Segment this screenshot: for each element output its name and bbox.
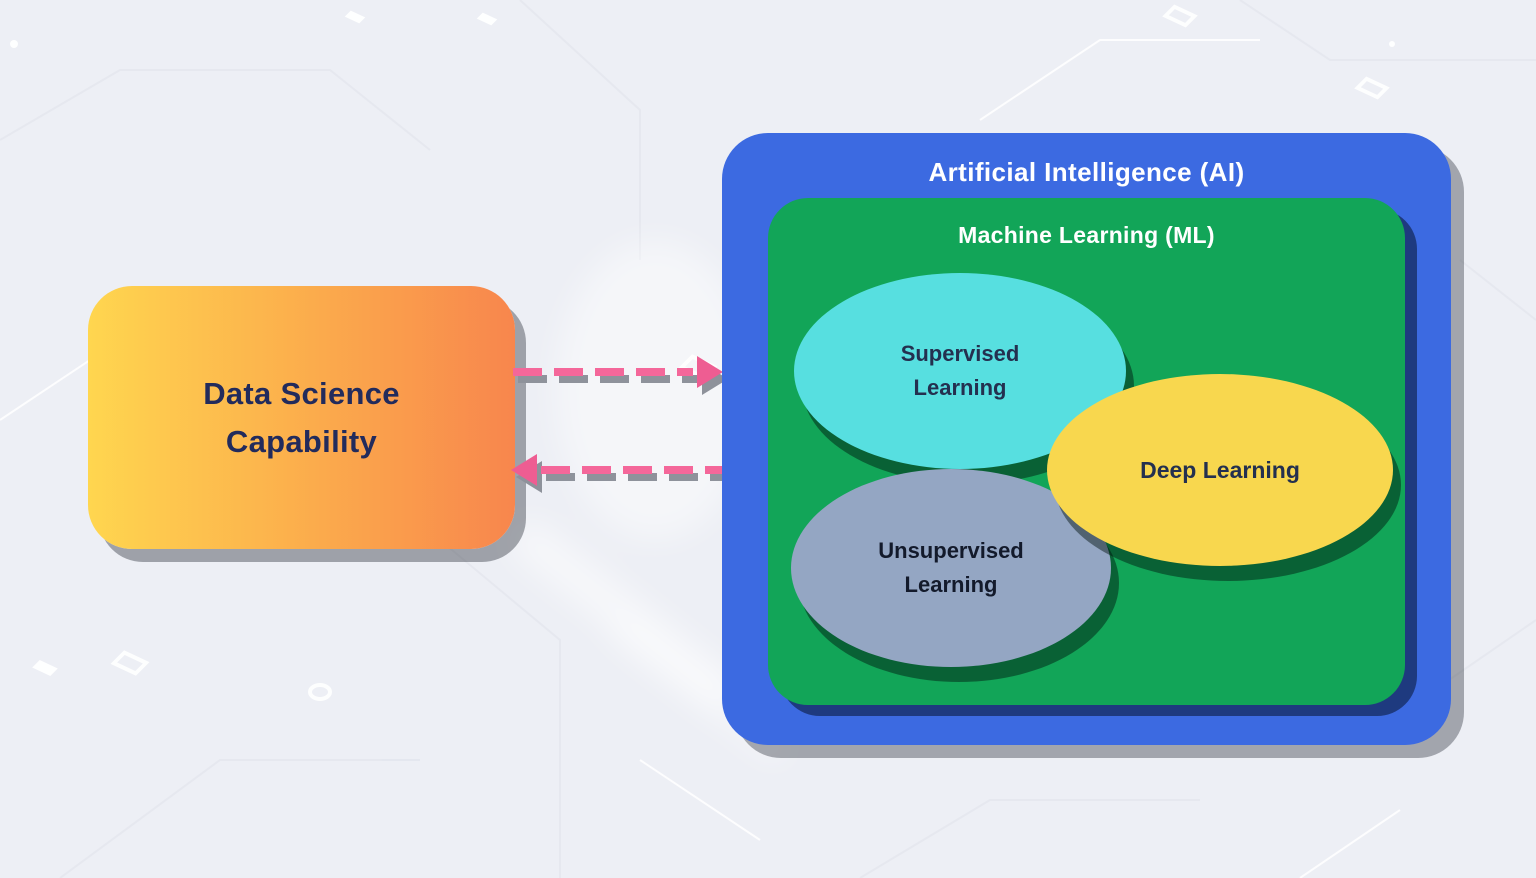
- data-science-label: Data Science Capability: [203, 370, 400, 466]
- supervised-label-line1: Supervised: [900, 341, 1020, 366]
- deep-learning-ellipse: Deep Learning: [1047, 374, 1393, 566]
- ai-box-title: Artificial Intelligence (AI): [928, 157, 1245, 187]
- ai-box: Artificial Intelligence (AI) Machine Lea…: [722, 133, 1451, 745]
- supervised-label-line2: Learning: [913, 375, 1007, 400]
- unsupervised-label-line1: Unsupervised: [878, 538, 1024, 563]
- dashed-arrow-right-icon: [513, 356, 728, 395]
- deep-learning-label: Deep Learning: [1140, 456, 1300, 483]
- ml-box: Machine Learning (ML) Supervised Learnin…: [768, 198, 1405, 705]
- dashed-arrow-left-icon: [511, 454, 730, 493]
- data-science-label-line2: Capability: [225, 423, 378, 459]
- ml-box-title: Machine Learning (ML): [958, 222, 1215, 248]
- data-science-box: Data Science Capability: [88, 286, 515, 549]
- data-science-label-line1: Data Science: [203, 375, 400, 411]
- unsupervised-label-line2: Learning: [904, 572, 998, 597]
